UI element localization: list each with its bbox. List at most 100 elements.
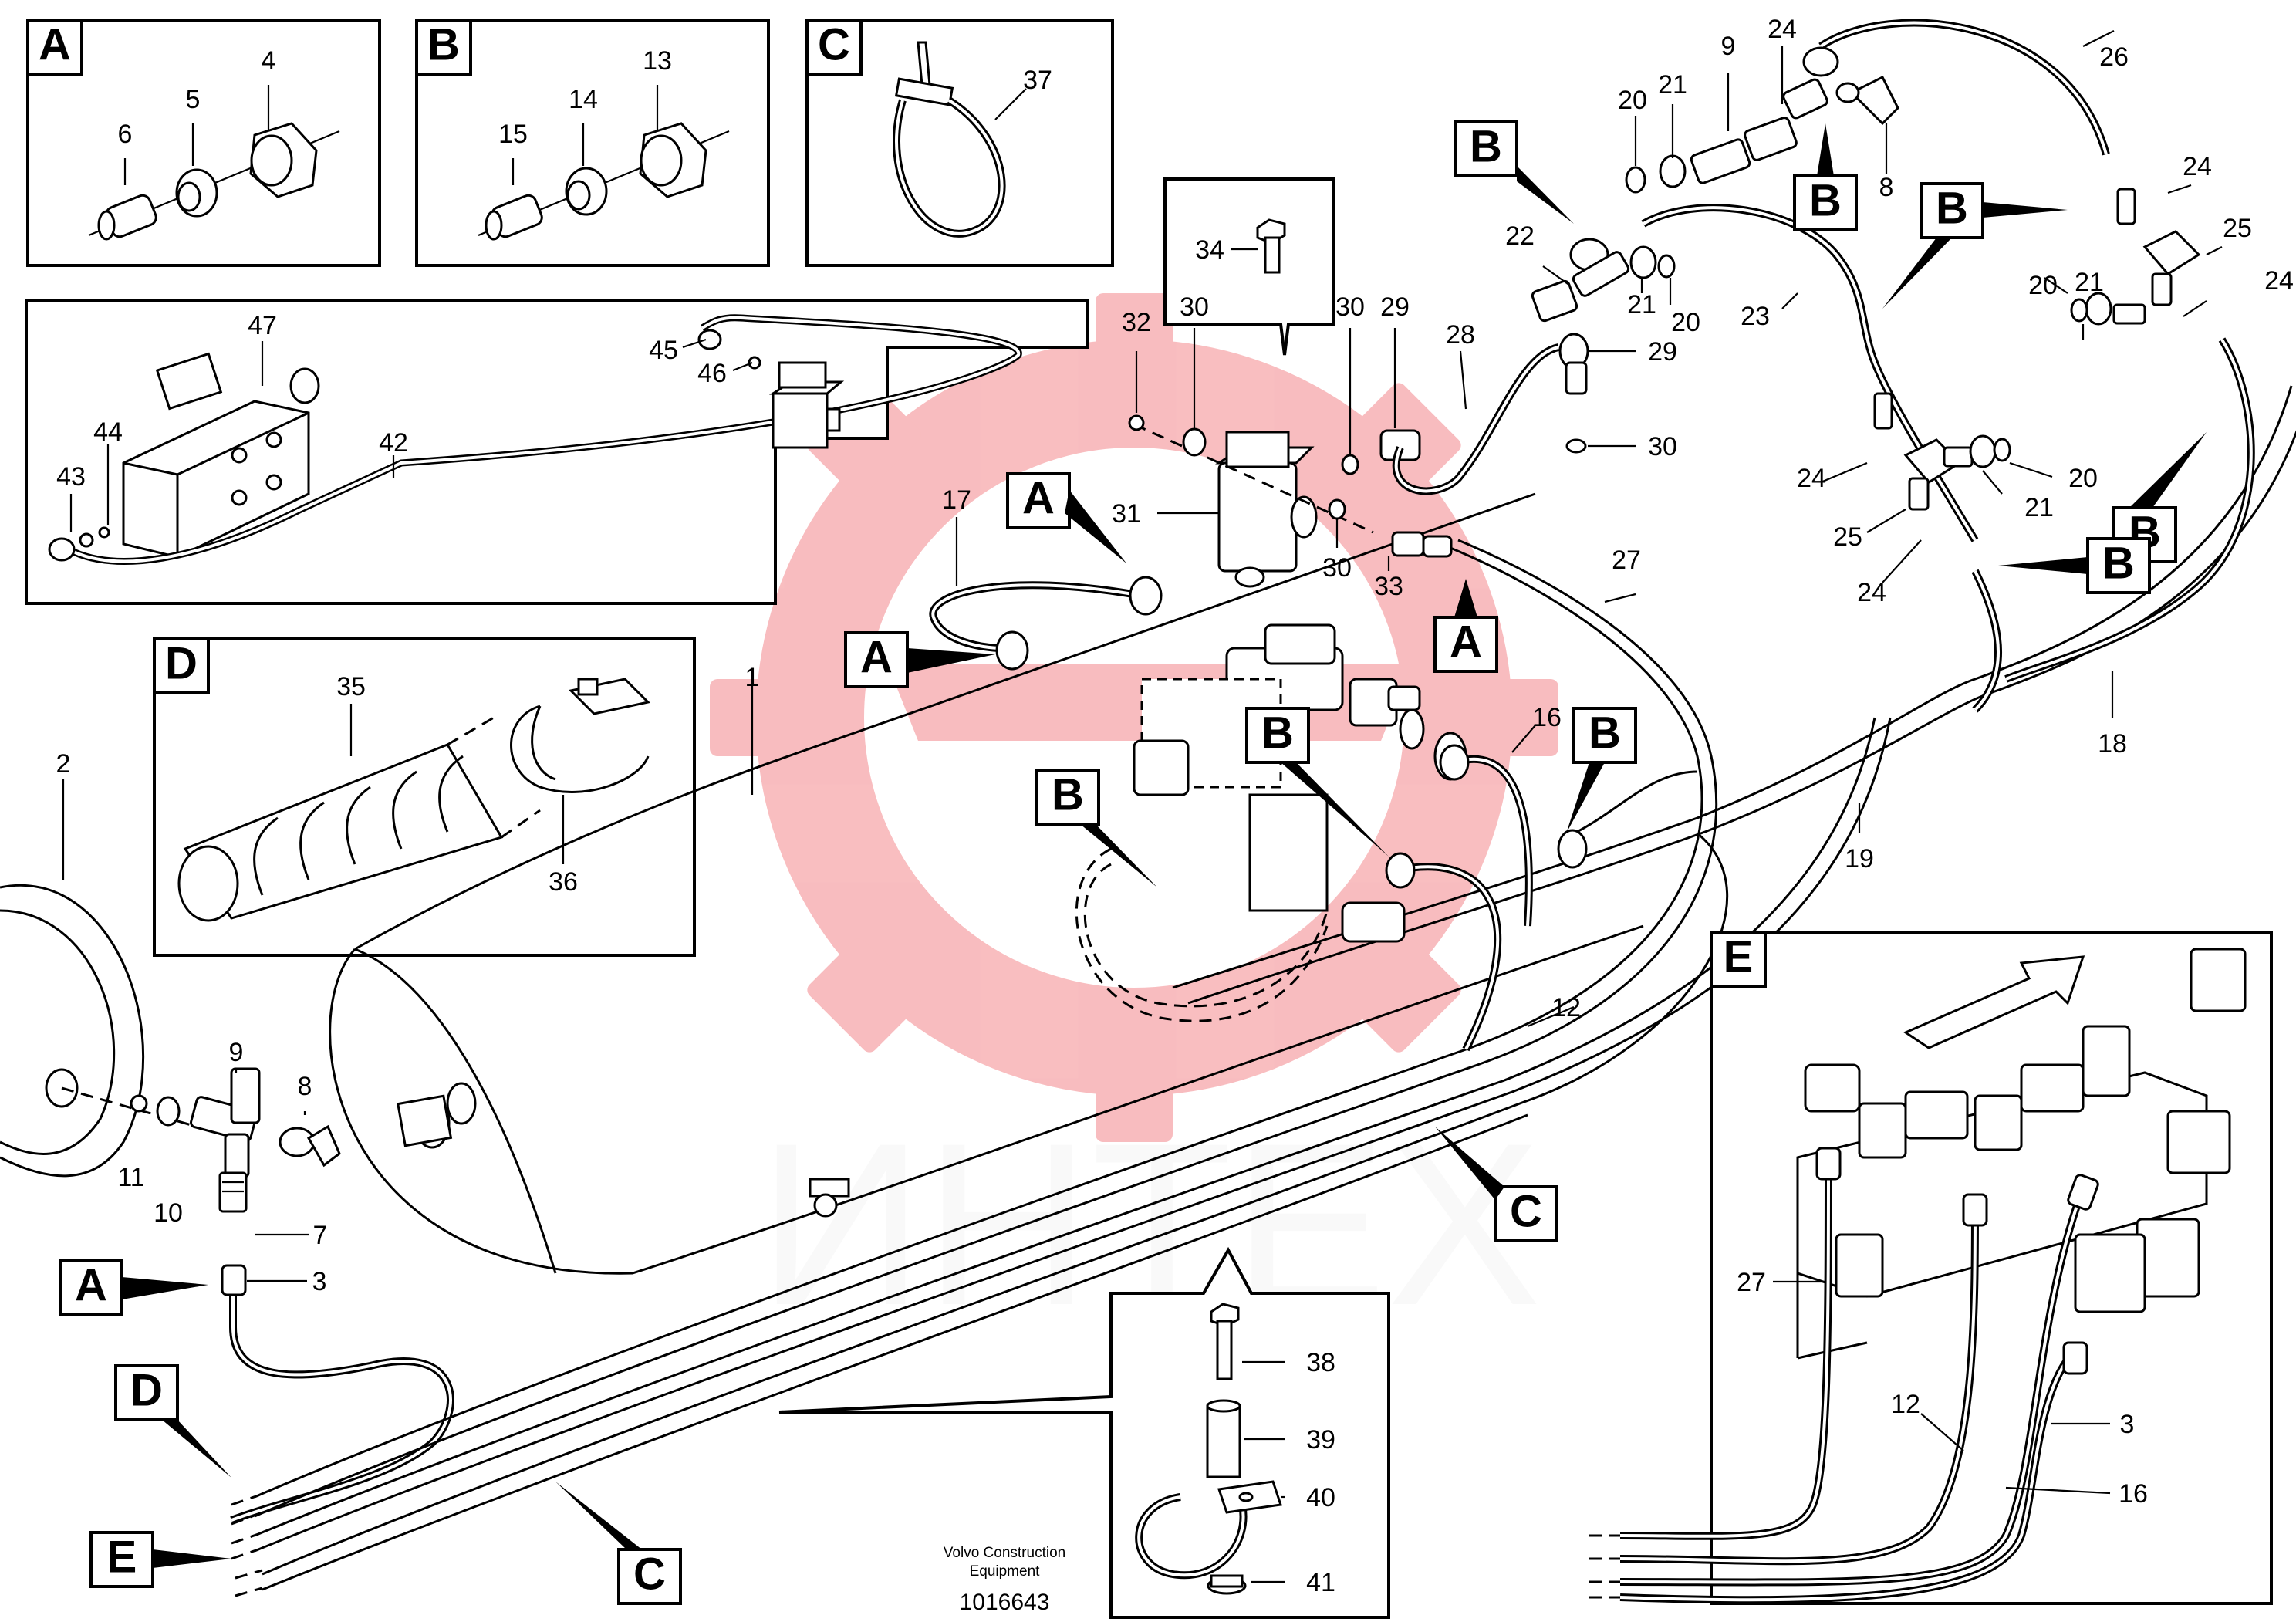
spacer-39 xyxy=(1206,1399,1241,1478)
document-number: 1016643 xyxy=(960,1590,1050,1615)
svg-text:A: A xyxy=(1450,617,1482,667)
label-21-c: 21 xyxy=(2075,268,2104,297)
air-tank-2: 2 xyxy=(0,749,145,1178)
callout-boxes: A A A A B B xyxy=(59,120,2207,1605)
inset-e: E xyxy=(1589,931,2273,1605)
svg-text:B: B xyxy=(1809,175,1842,225)
label-16: 16 xyxy=(1532,703,1562,732)
inset-valve-assembly: 47 44 43 42 45 46 xyxy=(25,299,1089,605)
inset-a-letter: A xyxy=(39,19,71,69)
label-20-a: 20 xyxy=(1618,86,1647,115)
tee-25-right xyxy=(2070,188,2201,326)
tee-fitting-part xyxy=(190,1067,261,1178)
label-46: 46 xyxy=(697,359,727,388)
label-15: 15 xyxy=(498,120,528,149)
label-7: 7 xyxy=(313,1221,328,1250)
label-33: 33 xyxy=(1374,572,1403,601)
svg-text:B: B xyxy=(1470,121,1502,171)
label-26: 26 xyxy=(2099,42,2129,72)
label-39: 39 xyxy=(1306,1425,1335,1455)
air-tank: 1 xyxy=(329,492,1644,1275)
inset-b: B 15 14 13 xyxy=(415,19,770,267)
label-35: 35 xyxy=(336,672,366,701)
callout-d: D xyxy=(114,1364,231,1478)
label-22: 22 xyxy=(1505,221,1535,251)
label-24-a: 24 xyxy=(1768,15,1797,44)
label-20-c: 20 xyxy=(2028,271,2058,300)
label-23: 23 xyxy=(1741,302,1770,331)
nut-part xyxy=(639,122,707,198)
credit-line-1: Volvo Construction xyxy=(944,1545,1065,1561)
callout-a-3: A xyxy=(1433,579,1498,673)
callout-b-2: B xyxy=(1566,707,1637,833)
label-30-b: 30 xyxy=(1335,292,1365,322)
solenoid-valve-31: 34 31 32 30 30 29 30 33 xyxy=(1112,177,1453,601)
label-19: 19 xyxy=(1845,844,1874,874)
label-20-b: 20 xyxy=(1671,308,1700,337)
label-10: 10 xyxy=(154,1198,183,1228)
svg-text:B: B xyxy=(2102,538,2135,588)
label-21-d: 21 xyxy=(2024,493,2054,522)
inset-b-letter: B xyxy=(427,19,460,69)
svg-text:C: C xyxy=(1510,1186,1542,1236)
label-21-a: 21 xyxy=(1658,70,1687,100)
protective-spiral-part xyxy=(177,716,541,922)
manifold-assembly xyxy=(1796,948,2247,1360)
callout-e: E xyxy=(89,1531,231,1588)
label-18: 18 xyxy=(2098,729,2127,759)
inset-d-letter: D xyxy=(165,638,198,688)
drain-cock-part xyxy=(279,1124,341,1168)
callout-b-4: B xyxy=(1454,120,1574,224)
callout-c-1: C xyxy=(1435,1127,1558,1242)
inset-e-letter: E xyxy=(1724,931,1754,982)
label-30-c: 30 xyxy=(1322,553,1352,583)
inset-a: A 6 5 4 xyxy=(26,19,381,267)
label-36: 36 xyxy=(549,867,578,897)
label-21-b: 21 xyxy=(1627,290,1656,319)
label-27: 27 xyxy=(1612,546,1641,575)
svg-text:A: A xyxy=(1022,473,1055,523)
callout-b-6: B xyxy=(1882,182,2068,309)
hose-28: 28 29 30 xyxy=(1392,320,1677,495)
label-16-e: 16 xyxy=(2119,1479,2148,1509)
elbow-22 xyxy=(1531,238,1630,323)
valve-block-part xyxy=(122,352,320,559)
svg-text:B: B xyxy=(1052,769,1084,819)
label-25-a: 25 xyxy=(2223,214,2252,243)
hoses-16-12: 16 xyxy=(1385,703,1698,1052)
label-25-b: 25 xyxy=(1833,522,1862,552)
inset-c-letter: C xyxy=(818,19,850,69)
label-38: 38 xyxy=(1306,1348,1335,1377)
label-2: 2 xyxy=(56,749,71,779)
callout-b-3: B xyxy=(1035,769,1157,887)
label-32: 32 xyxy=(1122,308,1151,337)
drain-valve-part xyxy=(397,1082,477,1149)
cable-tie-part xyxy=(893,41,1006,238)
label-28: 28 xyxy=(1446,320,1475,350)
nipple-part xyxy=(218,1171,248,1213)
label-11: 11 xyxy=(117,1163,144,1192)
bolt-part xyxy=(1256,218,1286,274)
callout-a-2: A xyxy=(844,631,995,688)
label-24-c: 24 xyxy=(2264,266,2294,296)
label-8: 8 xyxy=(298,1072,312,1101)
nut-part xyxy=(249,122,318,198)
hose-17: 17 xyxy=(929,485,1163,671)
label-24-d: 24 xyxy=(1797,464,1826,493)
nut-41 xyxy=(1207,1574,1247,1595)
label-12-e: 12 xyxy=(1891,1390,1920,1419)
clamp-40 xyxy=(1135,1480,1282,1580)
hose-fitting-part xyxy=(485,194,543,241)
label-3-e: 3 xyxy=(2120,1410,2135,1439)
label-40: 40 xyxy=(1306,1483,1335,1512)
solenoid-valve-small-part xyxy=(768,361,845,449)
label-31: 31 xyxy=(1112,499,1141,529)
upper-right-fittings: 20 21 9 24 8 26 22 21 20 23 24 25 21 20 … xyxy=(1505,15,2294,713)
label-29-b: 29 xyxy=(1648,337,1677,367)
label-17: 17 xyxy=(942,485,971,515)
clamp-callout: 38 39 40 41 xyxy=(778,1246,1390,1619)
direction-arrow xyxy=(1903,955,2085,1049)
callout-b-1: B xyxy=(1245,707,1389,857)
label-27-e: 27 xyxy=(1737,1268,1766,1297)
label-20-d: 20 xyxy=(2068,464,2098,493)
